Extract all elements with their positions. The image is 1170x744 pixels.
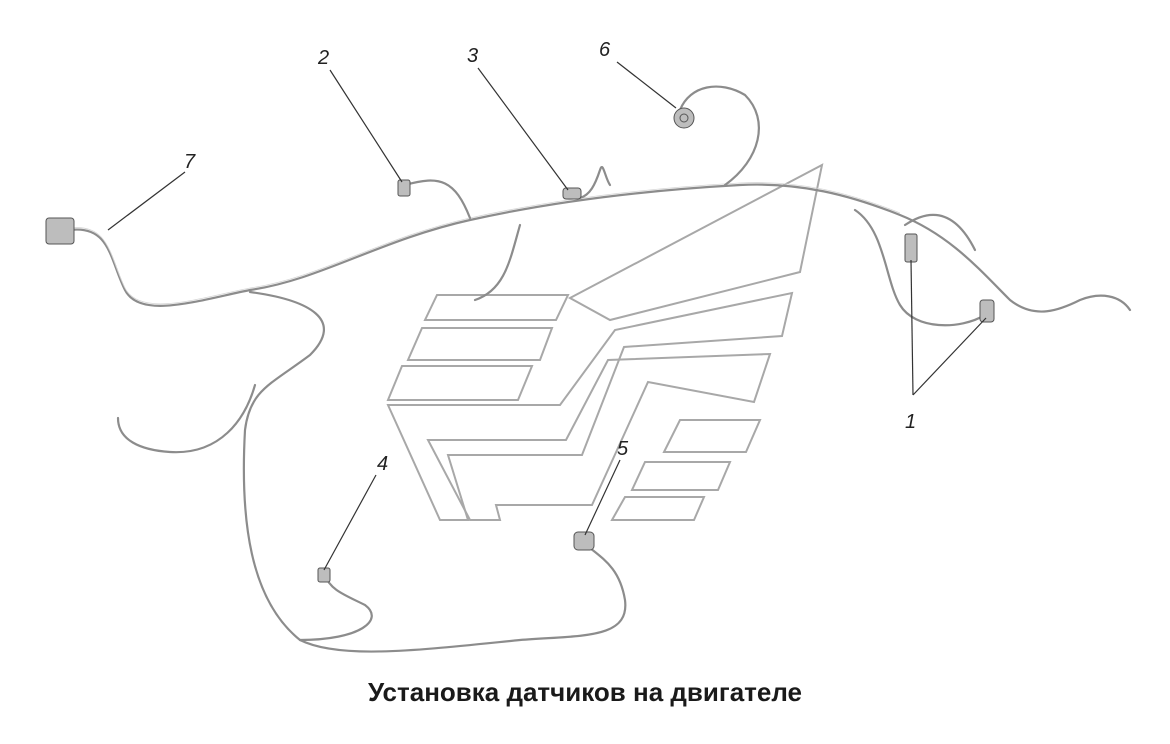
emblem-chevron-outer bbox=[386, 291, 794, 521]
emblem-chevron-inner bbox=[426, 352, 772, 521]
leader-1b bbox=[912, 317, 987, 396]
emblem-bar-1 bbox=[423, 294, 570, 321]
sensors bbox=[45, 107, 995, 583]
harness-branch-3 bbox=[578, 166, 612, 200]
harness-lower-loop bbox=[242, 290, 627, 653]
callout-1: 1 bbox=[905, 411, 916, 433]
leader-2 bbox=[329, 69, 403, 183]
callout-5: 5 bbox=[617, 438, 629, 460]
callout-numbers: 1 2 3 4 5 6 7 bbox=[184, 39, 916, 475]
leader-5 bbox=[584, 459, 621, 536]
wiring-harness bbox=[68, 85, 1132, 653]
harness-main-trunk bbox=[68, 183, 1132, 313]
callout-3: 3 bbox=[467, 45, 478, 67]
emblem-bar-3 bbox=[386, 365, 534, 401]
leader-4 bbox=[323, 474, 377, 571]
leader-1a bbox=[910, 259, 914, 396]
emblem-bar-4 bbox=[662, 419, 762, 453]
harness-branch-1a bbox=[853, 208, 987, 327]
sensor-3 bbox=[562, 187, 582, 200]
callout-2: 2 bbox=[317, 47, 329, 69]
connector-7 bbox=[45, 217, 75, 245]
harness-branch-2 bbox=[403, 179, 472, 220]
sensor-1b bbox=[979, 299, 995, 323]
harness-branch-inner bbox=[473, 223, 522, 302]
callout-7: 7 bbox=[184, 151, 196, 173]
brand-emblem bbox=[386, 163, 824, 521]
harness-branch-4 bbox=[298, 573, 373, 642]
sensor-5 bbox=[573, 531, 595, 551]
harness-branch-left bbox=[116, 383, 257, 454]
sensor-4 bbox=[317, 567, 331, 583]
harness-branch-6 bbox=[678, 85, 760, 187]
diagram-caption: Установка датчиков на двигателе bbox=[368, 677, 802, 707]
emblem-bar-6 bbox=[610, 496, 706, 521]
callout-6: 6 bbox=[599, 39, 611, 61]
sensor-1a bbox=[904, 233, 918, 263]
leader-7 bbox=[107, 171, 186, 231]
emblem-bar-2 bbox=[406, 327, 554, 361]
callout-4: 4 bbox=[377, 453, 388, 475]
emblem-wing-top bbox=[567, 163, 824, 322]
emblem-bar-5 bbox=[630, 461, 732, 491]
leader-lines bbox=[107, 61, 987, 571]
leader-6 bbox=[616, 61, 677, 109]
leader-3 bbox=[477, 67, 569, 191]
sensor-2 bbox=[397, 179, 411, 197]
harness-branch-1b bbox=[903, 213, 977, 252]
